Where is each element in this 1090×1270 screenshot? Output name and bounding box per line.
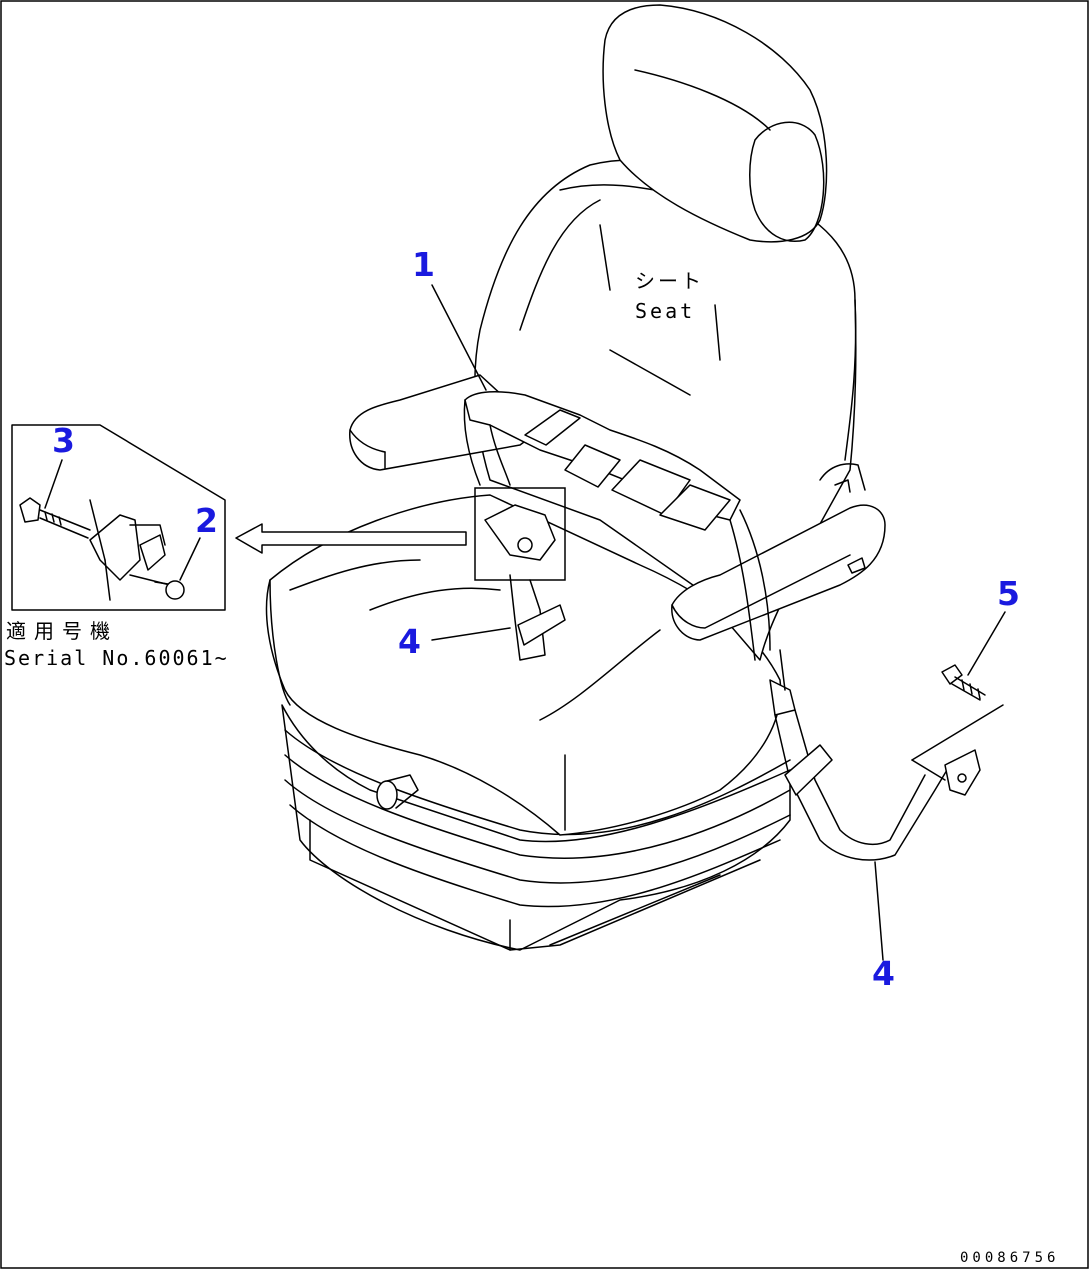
right-belt-anchor <box>769 649 1004 861</box>
seat-label-en: Seat <box>635 299 695 323</box>
seat-headrest <box>602 4 828 243</box>
seat-suspension <box>281 704 791 951</box>
callout-3: 3 <box>52 421 75 460</box>
drawing-number: 00086756 <box>960 1250 1059 1266</box>
detail-arrow <box>235 523 467 554</box>
callout-4-top: 4 <box>398 622 421 661</box>
bolt-5 <box>941 664 986 701</box>
leader-lines <box>44 284 1006 961</box>
serial-label-jp: 適用号機 <box>6 619 118 643</box>
callout-1: 1 <box>412 245 435 284</box>
callout-4-bottom: 4 <box>872 954 895 993</box>
callout-5: 5 <box>997 574 1020 613</box>
lap-belt <box>463 390 771 661</box>
seat-label-jp: シート <box>635 269 704 293</box>
seat-cushion <box>265 494 782 836</box>
seat-backrest <box>474 159 857 661</box>
detail-inset <box>11 424 226 611</box>
right-armrest <box>671 463 886 641</box>
serial-label-en: Serial No.60061~ <box>4 646 229 670</box>
callout-2: 2 <box>195 501 218 540</box>
buckle-area <box>474 487 566 661</box>
